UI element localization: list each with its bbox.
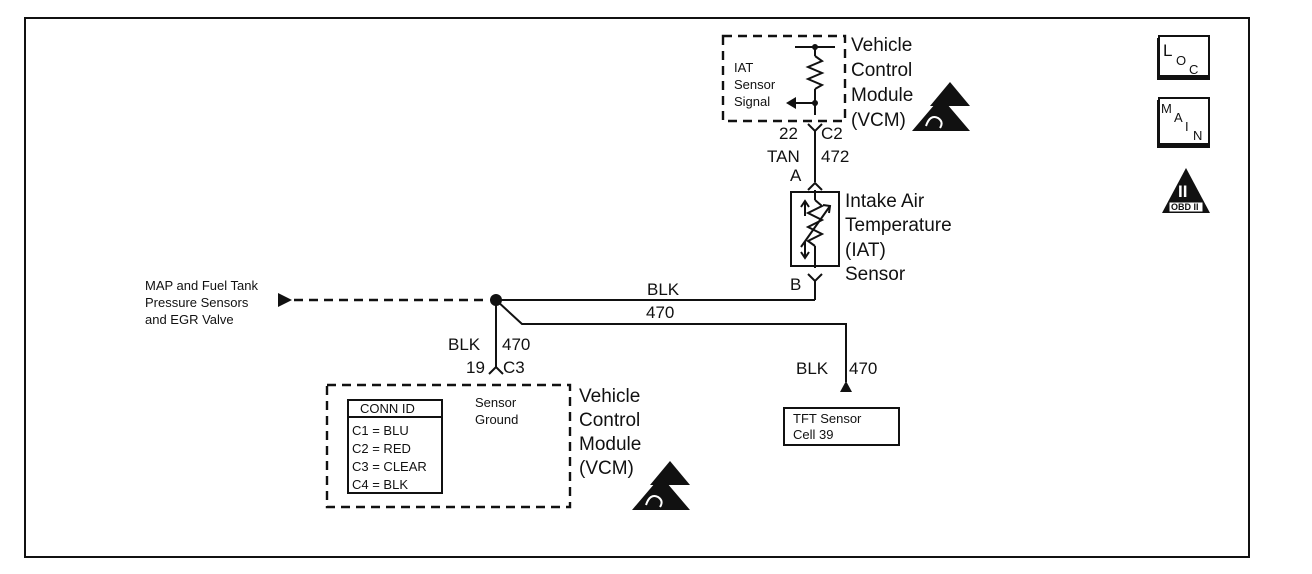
iat-signal-line-2: Sensor	[734, 77, 776, 92]
iat-label-2: Temperature	[845, 215, 952, 236]
tft-wire-color: BLK	[796, 359, 829, 378]
connector-c3-symbol	[488, 300, 504, 375]
map-note-line-1: MAP and Fuel Tank	[145, 278, 258, 293]
diagram-frame	[24, 17, 1250, 558]
conn-id-row-3: C3 = CLEAR	[352, 459, 427, 474]
iat-terminal-b: B	[790, 275, 801, 294]
vcm-top-box	[721, 34, 847, 123]
iat-signal-circuit: 472	[821, 147, 849, 166]
c2-pin-number: 22	[779, 124, 798, 143]
c2-connector-id: C2	[821, 124, 843, 143]
iat-terminal-a: A	[790, 166, 802, 185]
main-icon-letter-4: N	[1193, 128, 1202, 143]
esd-warning-icon	[912, 82, 970, 131]
vcm-top-title-3: Module	[851, 85, 913, 106]
sensor-ground-line-2: Ground	[475, 412, 518, 427]
conn-id-row-1: C1 = BLU	[352, 423, 409, 438]
vcm-top-title-4: (VCM)	[851, 110, 906, 131]
tft-reference-box	[783, 407, 900, 446]
main-icon-letter-3: I	[1185, 119, 1189, 134]
c3-wire-circuit: 470	[502, 335, 530, 354]
map-arrow-icon	[278, 293, 292, 307]
main-icon-letter-1: M	[1161, 101, 1172, 116]
ground-wire-circuit: 470	[646, 303, 674, 322]
tft-branch-wire	[495, 299, 852, 392]
iat-signal-wire-color: TAN	[767, 147, 800, 166]
main-icon	[1157, 97, 1210, 148]
obd-icon-label: OBD II	[1171, 202, 1199, 212]
vcm-top-title-2: Control	[851, 60, 912, 81]
vcm-bottom-title-1: Vehicle	[579, 386, 640, 407]
c3-connector-id: C3	[503, 358, 525, 377]
iat-signal-line-3: Signal	[734, 94, 770, 109]
tft-wire-circuit: 470	[849, 359, 877, 378]
conn-id-row-2: C2 = RED	[352, 441, 411, 456]
iat-signal-line-1: IAT	[734, 60, 753, 75]
pullup-resistor-symbol	[786, 44, 835, 115]
vcm-bottom-title-3: Module	[579, 434, 641, 455]
sensor-ground-line-1: Sensor	[475, 395, 517, 410]
conn-id-header: CONN ID	[360, 401, 415, 416]
vcm-bottom-title-4: (VCM)	[579, 458, 634, 479]
tft-box-line-2: Cell 39	[793, 427, 833, 442]
main-icon-letter-2: A	[1174, 110, 1183, 125]
map-note-line-2: Pressure Sensors	[145, 295, 249, 310]
iat-label-3: (IAT)	[845, 240, 886, 261]
loc-icon-letter-3: C	[1189, 62, 1198, 77]
vcm-top-title-1: Vehicle	[851, 35, 912, 56]
vcm-bottom-title-2: Control	[579, 410, 640, 431]
vcm-bottom-box	[325, 383, 572, 509]
conn-id-row-4: C4 = BLK	[352, 477, 408, 492]
loc-icon-letter-1: L	[1163, 41, 1172, 60]
tft-box-line-1: TFT Sensor	[793, 411, 862, 426]
connector-c2-symbol	[807, 123, 823, 191]
ground-wire-color: BLK	[647, 280, 680, 299]
c3-wire-color: BLK	[448, 335, 481, 354]
obd-icon-roman: II	[1178, 182, 1187, 201]
loc-icon-letter-2: O	[1176, 53, 1186, 68]
iat-label-4: Sensor	[845, 264, 906, 285]
loc-icon	[1157, 35, 1210, 80]
thermistor-symbol	[800, 190, 832, 268]
conn-id-table	[347, 399, 443, 494]
obd-ii-icon	[1162, 168, 1210, 213]
map-note-line-3: and EGR Valve	[145, 312, 234, 327]
c3-pin-number: 19	[466, 358, 485, 377]
iat-label-1: Intake Air	[845, 191, 925, 212]
esd-warning-icon	[632, 461, 690, 510]
